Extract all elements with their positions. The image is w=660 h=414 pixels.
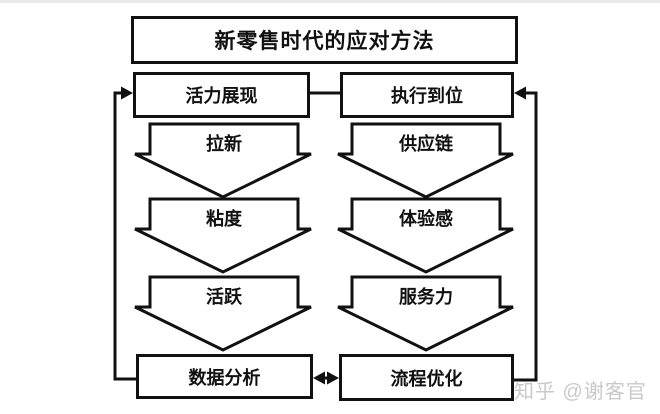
node-activity-label: 活跃: [206, 287, 242, 307]
image-top-edge-line: [0, 0, 660, 3]
node-service-label: 服务力: [399, 287, 453, 307]
bottom-link-right-arrowhead-icon: [327, 371, 339, 385]
down-arrow-shape-right-1: [337, 122, 514, 199]
right-feedback-arrowhead-icon: [514, 86, 526, 100]
node-execution-label: 执行到位: [391, 86, 463, 106]
node-process-optimization-box: 流程优化: [339, 354, 514, 401]
down-arrow-shape-right-3: [337, 275, 514, 352]
node-data-analysis-box: 数据分析: [136, 354, 313, 399]
down-arrow-shape-left-2: [134, 197, 312, 274]
node-process-optimization-label: 流程优化: [390, 368, 463, 389]
down-arrow-shape-right-2: [337, 197, 514, 274]
down-arrow-shape-left-3: [134, 275, 312, 352]
diagram-title-box: 新零售时代的应对方法: [131, 16, 518, 64]
left-feedback-arrowhead-icon: [121, 86, 133, 100]
right-feedback-line: [514, 91, 538, 382]
left-feedback-line: [113, 91, 136, 381]
node-vitality-box: 活力展现: [133, 72, 310, 118]
bottom-link-left-arrowhead-icon: [313, 371, 325, 385]
zhihu-watermark: 知乎 @谢客官: [514, 381, 647, 403]
node-supplychain-label: 供应链: [399, 134, 453, 154]
node-acquire-label: 拉新: [206, 134, 242, 154]
node-data-analysis-label: 数据分析: [188, 367, 261, 388]
node-execution-box: 执行到位: [340, 72, 514, 118]
node-vitality-label: 活力展现: [185, 86, 258, 106]
diagram-title: 新零售时代的应对方法: [214, 30, 435, 53]
node-stickiness-label: 粘度: [206, 209, 242, 229]
down-arrow-shape-left-1: [134, 122, 312, 199]
node-experience-label: 体验感: [399, 209, 453, 229]
